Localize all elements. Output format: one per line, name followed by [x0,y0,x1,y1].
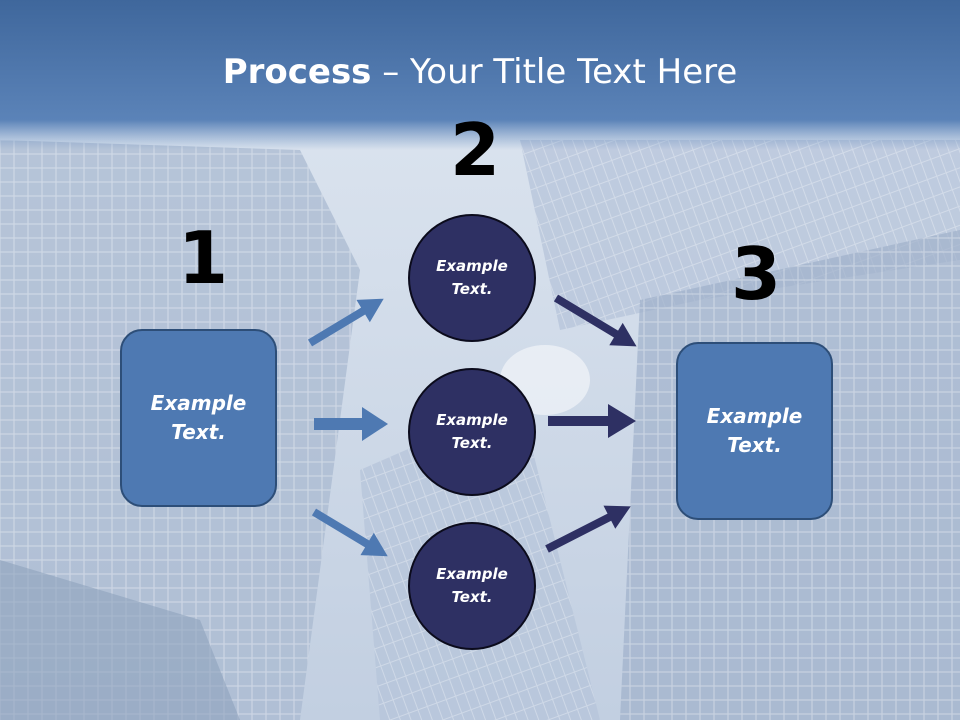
circle-middle[interactable]: Example Text. [408,368,536,496]
title-rest: – Your Title Text Here [371,52,738,92]
box-right-text: Example Text. [706,404,803,457]
arrow-left-down [311,508,388,557]
arrow-right-down [553,294,637,347]
circle-bottom-text: Example Text. [436,565,508,606]
step-number-3: 3 [731,232,782,316]
arrow-right-middle [548,404,636,438]
arrow-right-up [545,505,631,553]
slide-title: Process – Your Title Text Here [0,52,960,92]
step-box-right[interactable]: Example Text. [676,342,833,520]
step-number-1: 1 [178,216,229,300]
box-left-text: Example Text. [150,391,247,444]
circle-middle-text: Example Text. [436,411,508,452]
circle-bottom[interactable]: Example Text. [408,522,536,650]
arrow-left-up [307,298,384,347]
circle-top[interactable]: Example Text. [408,214,536,342]
arrow-left-middle [314,407,388,441]
step-number-2: 2 [450,108,501,192]
title-bold: Process [222,52,372,92]
step-box-left[interactable]: Example Text. [120,329,277,507]
circle-top-text: Example Text. [436,257,508,298]
